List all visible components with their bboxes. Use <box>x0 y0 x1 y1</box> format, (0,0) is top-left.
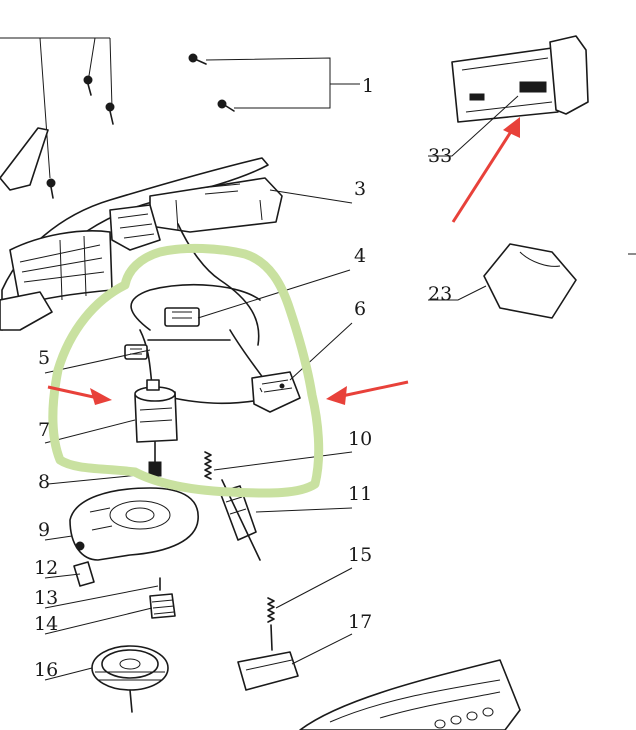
wire-connector-5 <box>125 345 147 359</box>
shaft-13 <box>45 578 160 608</box>
screw-e <box>47 179 55 198</box>
screw-b <box>106 103 114 124</box>
gear-wheel-16 <box>45 646 168 712</box>
callout-15: 15 <box>348 544 372 566</box>
gear-14 <box>45 594 175 634</box>
callout-14: 14 <box>34 613 58 635</box>
callout-8: 8 <box>38 471 50 493</box>
callout-23: 23 <box>428 283 452 305</box>
screw-set <box>0 38 360 198</box>
callout-7: 7 <box>38 419 50 441</box>
arrow-right <box>326 382 408 405</box>
spring-10 <box>205 452 352 479</box>
callout-33: 33 <box>428 145 452 167</box>
screw-d <box>218 100 234 111</box>
switch-connector <box>165 308 199 326</box>
callout-1: 1 <box>362 75 374 97</box>
callout-17: 17 <box>348 611 372 633</box>
spring-15 <box>268 568 352 650</box>
housing-shell <box>0 128 352 330</box>
callout-3: 3 <box>354 178 366 200</box>
callout-4: 4 <box>354 245 366 267</box>
callout-9: 9 <box>38 519 50 541</box>
callout-11: 11 <box>348 483 372 505</box>
motor <box>45 380 177 462</box>
callout-16: 16 <box>34 659 58 681</box>
callout-6: 6 <box>354 298 366 320</box>
callout-12: 12 <box>34 557 58 579</box>
callout-10: 10 <box>348 428 372 450</box>
battery-cover <box>428 244 576 318</box>
callout-13: 13 <box>34 587 58 609</box>
screw-a <box>84 76 92 95</box>
callout-5: 5 <box>38 347 50 369</box>
trigger-17 <box>238 634 352 690</box>
screw-c <box>189 54 206 64</box>
handle-housing-fragment <box>300 660 520 730</box>
arrow-battery <box>453 117 520 222</box>
gearbox-housing <box>45 488 198 560</box>
